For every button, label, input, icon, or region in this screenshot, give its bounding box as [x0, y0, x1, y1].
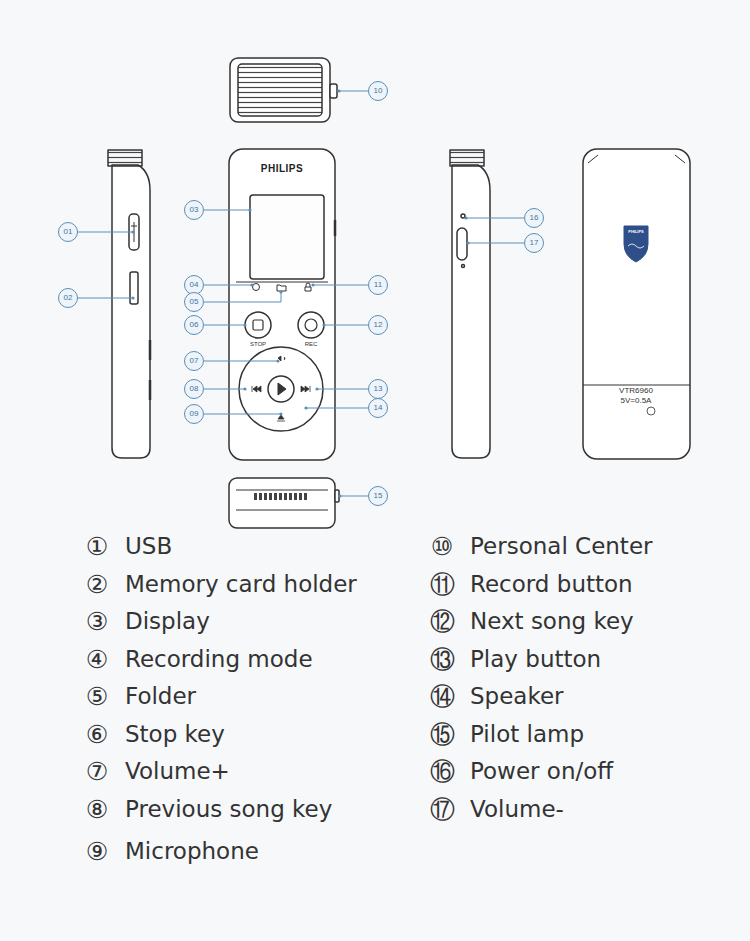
part-name: Folder [125, 685, 196, 708]
callout-number: 01 [58, 222, 78, 242]
callout-number: 02 [58, 288, 78, 308]
part-name: Record button [470, 573, 633, 596]
part-name: USB [125, 535, 172, 558]
brand-label: PHILIPS [261, 164, 303, 174]
legend-number: ② [86, 572, 108, 597]
callout-number: 13 [368, 379, 388, 399]
legend-number: ⑩ [431, 534, 453, 559]
part-name: Play button [470, 648, 601, 671]
button-label: STOP [250, 341, 266, 347]
legend-number: ⑫ [430, 609, 455, 634]
part-name: Personal Center [470, 535, 653, 558]
legend-number: ⑦ [86, 759, 108, 784]
part-name: Volume+ [125, 760, 230, 783]
legend-number: ③ [86, 609, 108, 634]
part-name: Stop key [125, 723, 225, 746]
part-name: Microphone [125, 840, 259, 863]
legend-number: ⑬ [430, 647, 455, 672]
callout-number: 14 [368, 398, 388, 418]
callout-number: 16 [524, 208, 544, 228]
part-name: Volume- [470, 798, 564, 821]
callout-number: 07 [184, 351, 204, 371]
brand-label: PHILIPS [628, 230, 644, 234]
part-name: Display [125, 610, 210, 633]
legend-number: ⑪ [430, 572, 455, 597]
callout-number: 11 [368, 275, 388, 295]
part-name: Next song key [470, 610, 634, 633]
part-name: Power on/off [470, 760, 613, 783]
legend-number: ⑤ [86, 684, 108, 709]
legend-number: ⑯ [430, 759, 455, 784]
button-label: REC [305, 341, 318, 347]
callout-number: 12 [368, 315, 388, 335]
legend-number: ⑰ [430, 797, 455, 822]
part-name: Previous song key [125, 798, 332, 821]
callout-number: 08 [184, 379, 204, 399]
callout-number: 17 [524, 233, 544, 253]
model-label: 5V=0.5A [621, 397, 652, 405]
legend-number: ① [86, 534, 108, 559]
callout-number: 10 [368, 81, 388, 101]
callout-number: 05 [184, 292, 204, 312]
callout-number: 03 [184, 200, 204, 220]
callout-number: 15 [368, 486, 388, 506]
legend-number: ④ [86, 647, 108, 672]
legend-number: ⑨ [86, 839, 108, 864]
legend-number: ⑮ [430, 722, 455, 747]
model-label: VTR6960 [619, 387, 653, 395]
part-name: Pilot lamp [470, 723, 584, 746]
part-name: Memory card holder [125, 573, 357, 596]
part-name: Speaker [470, 685, 564, 708]
legend-number: ⑧ [86, 797, 108, 822]
callout-number: 06 [184, 315, 204, 335]
part-name: Recording mode [125, 648, 313, 671]
callout-number: 09 [184, 404, 204, 424]
legend-number: ⑥ [86, 722, 108, 747]
legend-number: ⑭ [430, 684, 455, 709]
